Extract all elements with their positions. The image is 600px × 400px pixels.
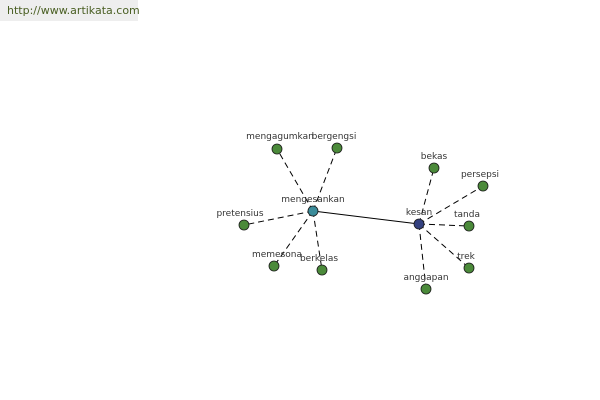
node-label-pretensius[interactable]: pretensius	[216, 209, 263, 219]
node-label-bergengsi[interactable]: bergengsi	[312, 132, 357, 142]
node-label-tanda[interactable]: tanda	[454, 210, 480, 220]
edge-kesan-anggapan	[418, 223, 427, 290]
node-label-trek[interactable]: trek	[457, 252, 476, 262]
node-label-mengagumkan[interactable]: mengagumkan	[246, 132, 314, 142]
node-label-kesan[interactable]: kesan	[406, 208, 432, 218]
node-mengesankan[interactable]	[307, 205, 319, 217]
node-label-berkelas[interactable]: berkelas	[300, 254, 338, 264]
node-persepsi[interactable]	[477, 180, 489, 192]
edge-kesan-trek	[418, 223, 470, 269]
node-label-memesona[interactable]: memesona	[252, 250, 302, 260]
edge-mengesankan-bergengsi	[312, 147, 338, 212]
node-anggapan[interactable]	[420, 283, 432, 295]
watermark-url[interactable]: http://www.artikata.com	[0, 0, 140, 21]
edge-mengesankan-mengagumkan	[276, 148, 314, 212]
edge-kesan-tanda	[418, 223, 470, 227]
node-berkelas[interactable]	[316, 264, 328, 276]
node-kesan[interactable]	[413, 218, 425, 230]
node-label-persepsi[interactable]: persepsi	[461, 170, 499, 180]
node-tanda[interactable]	[463, 220, 475, 232]
node-label-bekas[interactable]: bekas	[421, 152, 448, 162]
node-memesona[interactable]	[268, 260, 280, 272]
edge-mengesankan-pretensius	[243, 210, 314, 226]
edge-mengesankan-kesan	[312, 210, 420, 225]
node-label-anggapan[interactable]: anggapan	[403, 273, 448, 283]
node-bekas[interactable]	[428, 162, 440, 174]
nodes-layer	[238, 142, 489, 295]
edges-layer	[243, 147, 484, 290]
node-trek[interactable]	[463, 262, 475, 274]
edge-mengesankan-memesona	[273, 210, 314, 267]
node-label-mengesankan[interactable]: mengesankan	[281, 195, 344, 205]
node-bergengsi[interactable]	[331, 142, 343, 154]
node-pretensius[interactable]	[238, 219, 250, 231]
node-mengagumkan[interactable]	[271, 143, 283, 155]
edge-kesan-persepsi	[418, 185, 484, 225]
